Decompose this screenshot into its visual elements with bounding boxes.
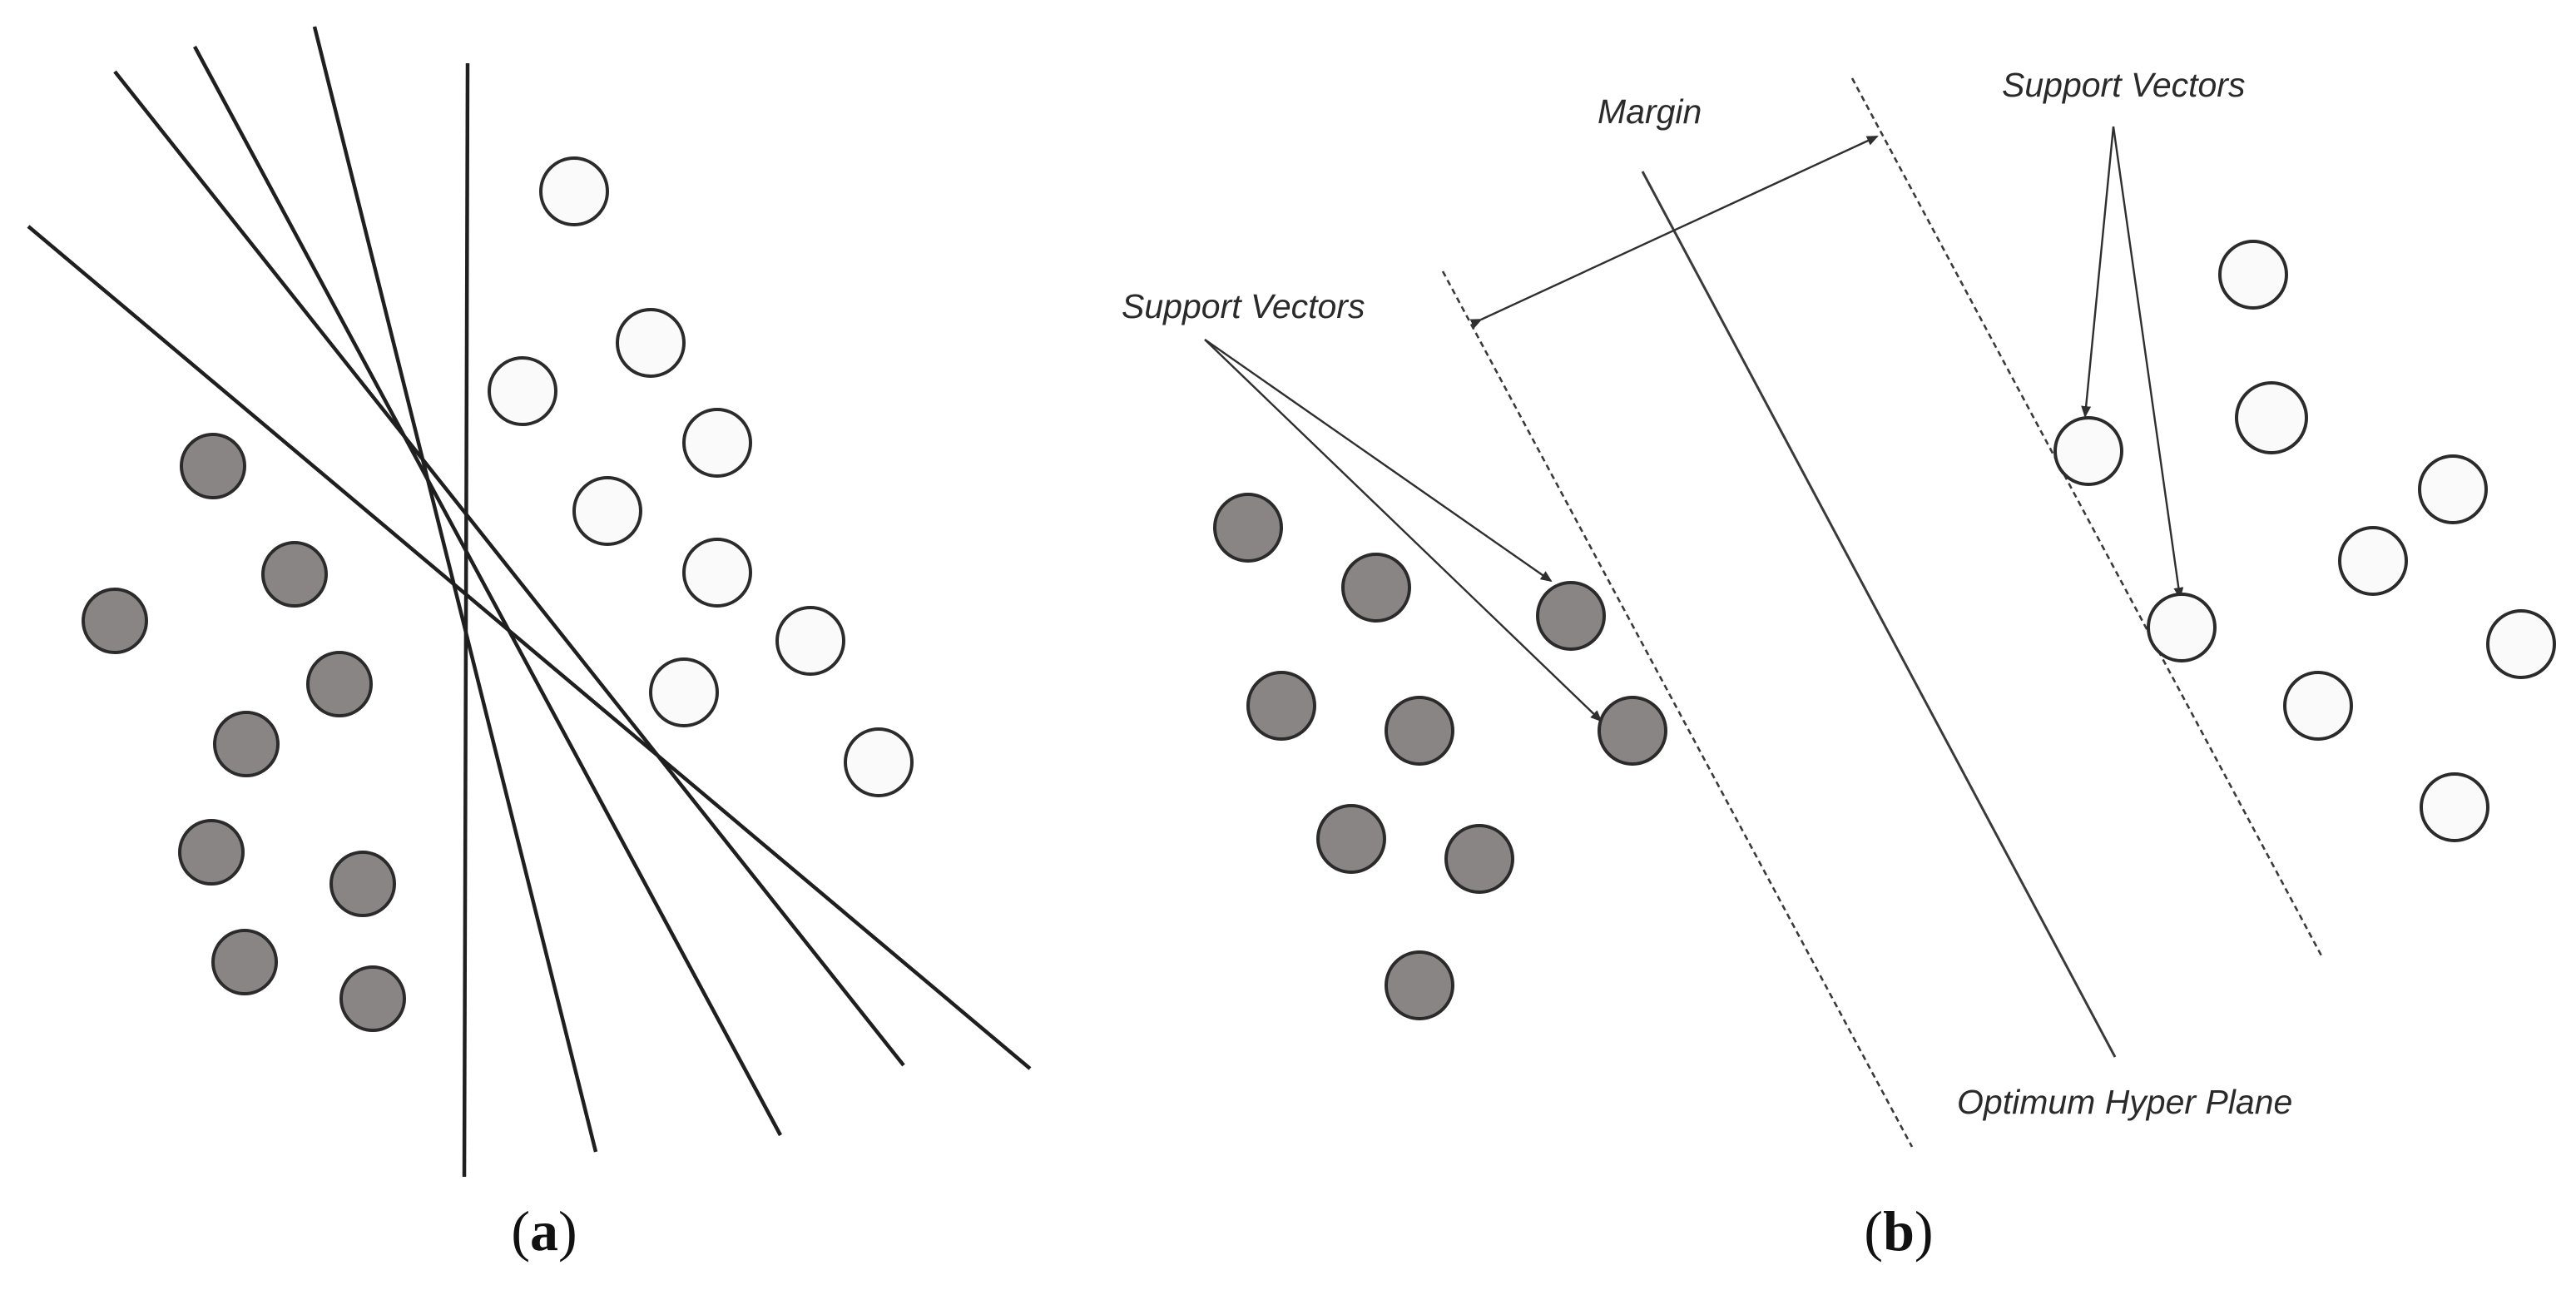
light-point bbox=[2218, 240, 2288, 310]
optimum-hyper-plane-label: Optimum Hyper Plane bbox=[1957, 1083, 2292, 1121]
panel-b: Margin Support Vectors Support Vectors O… bbox=[1122, 66, 2556, 1263]
support-arrow-right-2 bbox=[2112, 126, 2184, 599]
light-point bbox=[2235, 381, 2308, 454]
class-dark-points-b bbox=[1213, 493, 1667, 1020]
dark-point bbox=[1246, 671, 1316, 741]
light-point bbox=[2053, 416, 2123, 486]
dark-point bbox=[306, 651, 373, 717]
light-point bbox=[488, 356, 557, 426]
candidate-line-3 bbox=[193, 45, 782, 1137]
dark-point bbox=[339, 965, 406, 1032]
light-point bbox=[572, 476, 642, 546]
light-point bbox=[2147, 593, 2217, 662]
candidate-line-2 bbox=[113, 70, 905, 1067]
light-point bbox=[775, 606, 845, 676]
candidate-line-4 bbox=[312, 26, 598, 1153]
margin-boundary-left bbox=[1441, 270, 1914, 1148]
dark-point bbox=[1385, 950, 1454, 1020]
candidate-separating-lines bbox=[27, 26, 1032, 1178]
margin-double-arrow bbox=[1469, 135, 1879, 329]
optimum-hyperplane-line bbox=[1641, 171, 2117, 1058]
light-point bbox=[649, 657, 719, 727]
class-dark-points bbox=[82, 433, 406, 1032]
support-vectors-label-left: Support Vectors bbox=[1122, 287, 1365, 325]
support-vectors-label-top: Support Vectors bbox=[2002, 66, 2245, 104]
candidate-line-5 bbox=[462, 62, 470, 1178]
light-point bbox=[2338, 526, 2408, 596]
light-point bbox=[682, 408, 752, 478]
panel-a: (a) bbox=[27, 26, 1032, 1263]
support-arrow-right-1 bbox=[2081, 126, 2115, 418]
dark-point bbox=[211, 929, 278, 995]
margin-arrow bbox=[1469, 135, 1879, 329]
light-point bbox=[682, 538, 752, 608]
dark-point bbox=[1385, 696, 1454, 766]
class-light-points bbox=[488, 156, 914, 797]
margin-label: Margin bbox=[1598, 92, 1702, 131]
light-point bbox=[844, 727, 914, 797]
panel-b-label: (b) bbox=[1864, 1199, 1933, 1263]
dark-point bbox=[1213, 493, 1283, 563]
dark-point bbox=[1536, 581, 1606, 651]
dark-point bbox=[329, 851, 396, 917]
light-point bbox=[2486, 609, 2556, 679]
dark-point bbox=[1598, 696, 1667, 766]
dark-point bbox=[180, 433, 246, 499]
support-vector-arrows bbox=[1204, 126, 2184, 722]
panel-a-label: (a) bbox=[511, 1199, 577, 1263]
dark-point bbox=[261, 541, 328, 608]
dark-point bbox=[213, 711, 280, 777]
support-arrow-left-1 bbox=[1204, 339, 1553, 583]
dark-point bbox=[1316, 804, 1386, 874]
dark-point bbox=[1341, 553, 1411, 623]
light-point bbox=[539, 156, 609, 226]
dark-point bbox=[82, 588, 148, 654]
light-point bbox=[2420, 772, 2489, 842]
candidate-line-1 bbox=[27, 225, 1032, 1070]
light-point bbox=[2283, 671, 2353, 741]
support-arrow-left-2 bbox=[1204, 339, 1603, 722]
light-point bbox=[2418, 454, 2488, 524]
dark-point bbox=[1444, 824, 1514, 894]
light-point bbox=[616, 308, 686, 378]
margin-boundary-right bbox=[1850, 77, 2325, 960]
class-light-points-b bbox=[2053, 240, 2556, 842]
dark-point bbox=[178, 819, 245, 886]
